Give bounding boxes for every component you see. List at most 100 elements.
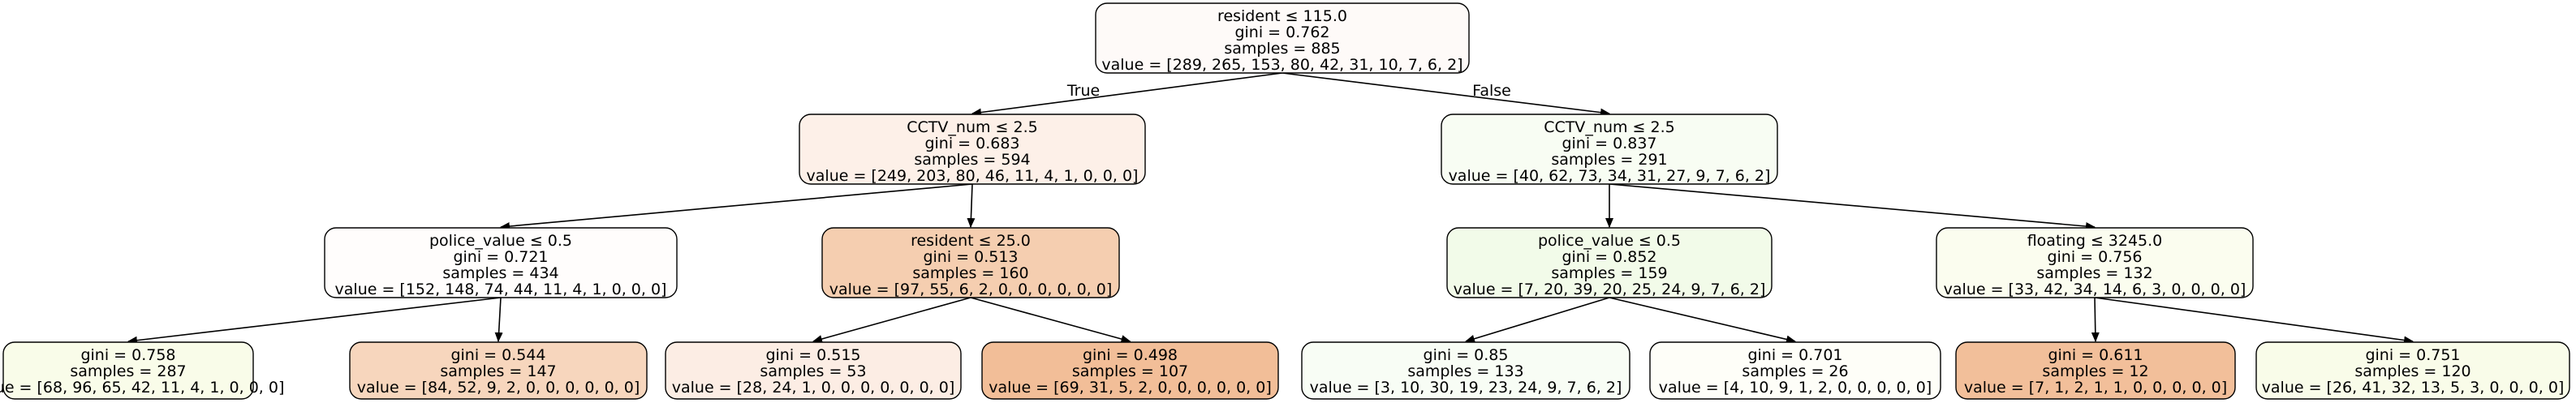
tree-node-line: value = [152, 148, 74, 44, 11, 4, 1, 0, … (335, 281, 667, 298)
tree-node-line: value = [249, 203, 80, 46, 11, 4, 1, 0, … (807, 167, 1139, 185)
tree-node-box (324, 227, 678, 298)
tree-node-line: samples = 53 (760, 362, 866, 380)
tree-node-line: gini = 0.701 (1747, 346, 1842, 364)
tree-node-line: samples = 120 (2354, 362, 2470, 380)
tree-node-box (1095, 2, 1470, 74)
tree-node-line: gini = 0.721 (453, 248, 548, 266)
tree-node-line: samples = 434 (442, 264, 558, 282)
edge-label: True (1066, 82, 1100, 100)
tree-node-line: samples = 594 (914, 151, 1030, 169)
tree-node-line: gini = 0.498 (1083, 346, 1178, 364)
tree-node-box (349, 341, 648, 400)
tree-node-line: gini = 0.515 (765, 346, 860, 364)
tree-edge (2094, 297, 2414, 345)
tree-edge (1609, 183, 2096, 231)
tree-edge (971, 72, 1283, 117)
tree-edge (494, 297, 503, 342)
tree-node-line: value = [97, 55, 6, 2, 0, 0, 0, 0, 0, 0] (829, 281, 1113, 298)
tree-node-line: gini = 0.758 (80, 346, 175, 364)
tree-node-box (1649, 341, 1941, 400)
tree-node-line: floating ≤ 3245.0 (2027, 232, 2163, 250)
tree-node-box (1446, 227, 1773, 298)
tree-node-line: samples = 12 (2042, 362, 2148, 380)
tree-node-line: samples = 287 (70, 362, 186, 380)
tree-node-line: value = [40, 62, 73, 34, 31, 27, 9, 7, 6… (1449, 167, 1771, 185)
tree-node-box (2, 341, 254, 400)
tree-node-line: gini = 0.683 (924, 135, 1019, 152)
tree-node-line: gini = 0.852 (1562, 248, 1656, 266)
tree-node-box (821, 227, 1120, 298)
tree-edge (812, 297, 971, 343)
tree-node-line: samples = 159 (1551, 264, 1667, 282)
tree-node-line: samples = 132 (2036, 264, 2152, 282)
tree-node-line: value = [26, 41, 32, 13, 5, 3, 0, 0, 0, … (2262, 379, 2565, 397)
tree-node-line: CCTV_num ≤ 2.5 (1544, 118, 1674, 136)
tree-node-line: samples = 147 (440, 362, 556, 380)
tree-edge (970, 297, 1131, 343)
tree-node-line: value = [289, 265, 153, 80, 42, 31, 10, … (1101, 56, 1462, 74)
tree-node-box (1936, 227, 2254, 298)
tree-node-line: value = [33, 42, 34, 14, 6, 3, 0, 0, 0, … (1944, 281, 2246, 298)
tree-node-line: value = [69, 31, 5, 2, 0, 0, 0, 0, 0, 0] (989, 379, 1272, 397)
tree-node-line: police_value ≤ 0.5 (1538, 232, 1681, 250)
tree-node-line: value = [7, 20, 39, 20, 25, 24, 9, 7, 6,… (1454, 281, 1766, 298)
tree-node-line: resident ≤ 115.0 (1217, 7, 1347, 25)
tree-node-box (1955, 341, 2236, 400)
tree-node-line: resident ≤ 25.0 (911, 232, 1031, 250)
tree-edge (1609, 297, 1796, 344)
tree-edge (127, 297, 502, 345)
edges-layer: True False (127, 72, 2414, 345)
tree-edge (1282, 72, 1610, 117)
tree-node-box (981, 341, 1279, 400)
tree-node-line: value = [3, 10, 30, 19, 23, 24, 9, 7, 6,… (1310, 379, 1622, 397)
tree-node-line: value = [68, 96, 65, 42, 11, 4, 1, 0, 0,… (0, 379, 284, 397)
tree-node-line: gini = 0.611 (2048, 346, 2143, 364)
tree-node-line: police_value ≤ 0.5 (429, 232, 572, 250)
tree-node-line: samples = 133 (1407, 362, 1523, 380)
tree-node-line: gini = 0.85 (1424, 346, 1509, 364)
tree-node-line: gini = 0.751 (2365, 346, 2460, 364)
tree-node-line: CCTV_num ≤ 2.5 (907, 118, 1037, 136)
tree-node-line: samples = 160 (912, 264, 1028, 282)
tree-node-line: samples = 291 (1551, 151, 1667, 169)
tree-node-line: value = [7, 1, 2, 1, 1, 0, 0, 0, 0, 0] (1964, 379, 2227, 397)
tree-edge (1465, 297, 1610, 343)
tree-node-box (1301, 341, 1630, 400)
tree-edge (967, 183, 976, 228)
tree-node-line: gini = 0.544 (450, 346, 545, 364)
tree-node-line: value = [4, 10, 9, 1, 2, 0, 0, 0, 0, 0] (1659, 379, 1932, 397)
tree-node-box (2255, 341, 2570, 400)
tree-node-line: value = [28, 24, 1, 0, 0, 0, 0, 0, 0, 0] (672, 379, 955, 397)
tree-node-line: samples = 107 (1072, 362, 1188, 380)
tree-node-line: samples = 26 (1742, 362, 1848, 380)
tree-node-box (665, 341, 962, 400)
tree-node-line: value = [84, 52, 9, 2, 0, 0, 0, 0, 0, 0] (357, 379, 640, 397)
tree-edge (500, 183, 973, 230)
tree-edge (2091, 297, 2100, 342)
edge-label: False (1472, 82, 1511, 100)
tree-node-line: gini = 0.756 (2047, 248, 2142, 266)
tree-node-line: gini = 0.762 (1234, 24, 1329, 41)
tree-node-box (1441, 114, 1778, 185)
tree-node-box (799, 114, 1146, 185)
tree-node-line: gini = 0.837 (1562, 135, 1656, 152)
tree-node-line: gini = 0.513 (923, 248, 1018, 266)
tree-node-line: samples = 885 (1224, 40, 1340, 58)
